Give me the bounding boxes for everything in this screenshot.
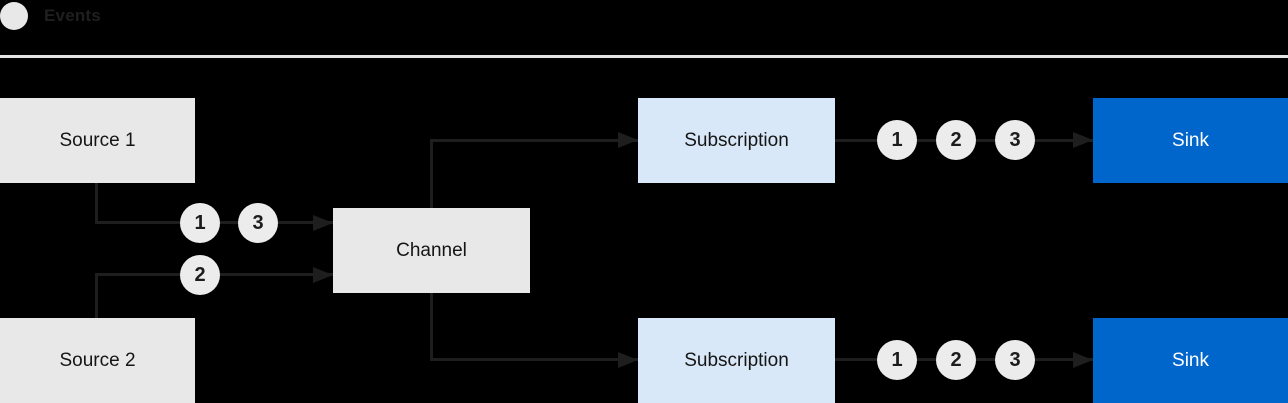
arrowhead-icon <box>313 215 333 231</box>
connector-line <box>430 358 638 361</box>
event-circle: 1 <box>180 203 220 243</box>
event-circle: 2 <box>936 120 976 160</box>
source-2-node: Source 2 <box>0 318 195 403</box>
sink-2-node: Sink <box>1093 318 1288 403</box>
event-circle-swatch-icon <box>0 2 28 30</box>
event-circle: 2 <box>180 255 220 295</box>
arrowhead-icon <box>1073 352 1093 368</box>
connector-line <box>95 275 98 318</box>
arrowhead-icon <box>313 267 333 283</box>
connector-line <box>430 293 433 360</box>
event-circle: 3 <box>995 120 1035 160</box>
legend-label: Events <box>44 6 101 25</box>
channel-node: Channel <box>333 208 530 293</box>
event-circle: 1 <box>877 120 917 160</box>
connector-line <box>430 139 638 142</box>
arrowhead-icon <box>1073 132 1093 148</box>
arrowhead-icon <box>618 352 638 368</box>
arrowhead-icon <box>618 132 638 148</box>
connector-line <box>95 183 98 224</box>
subscription-2-node: Subscription <box>638 318 835 403</box>
event-circle: 3 <box>995 340 1035 380</box>
connector-line <box>430 140 433 208</box>
event-circle: 3 <box>238 203 278 243</box>
subscription-1-node: Subscription <box>638 98 835 183</box>
legend: Events <box>0 2 101 30</box>
sink-1-node: Sink <box>1093 98 1288 183</box>
event-circle: 2 <box>936 340 976 380</box>
event-circle: 1 <box>877 340 917 380</box>
legend-divider <box>0 55 1288 58</box>
source-1-node: Source 1 <box>0 98 195 183</box>
